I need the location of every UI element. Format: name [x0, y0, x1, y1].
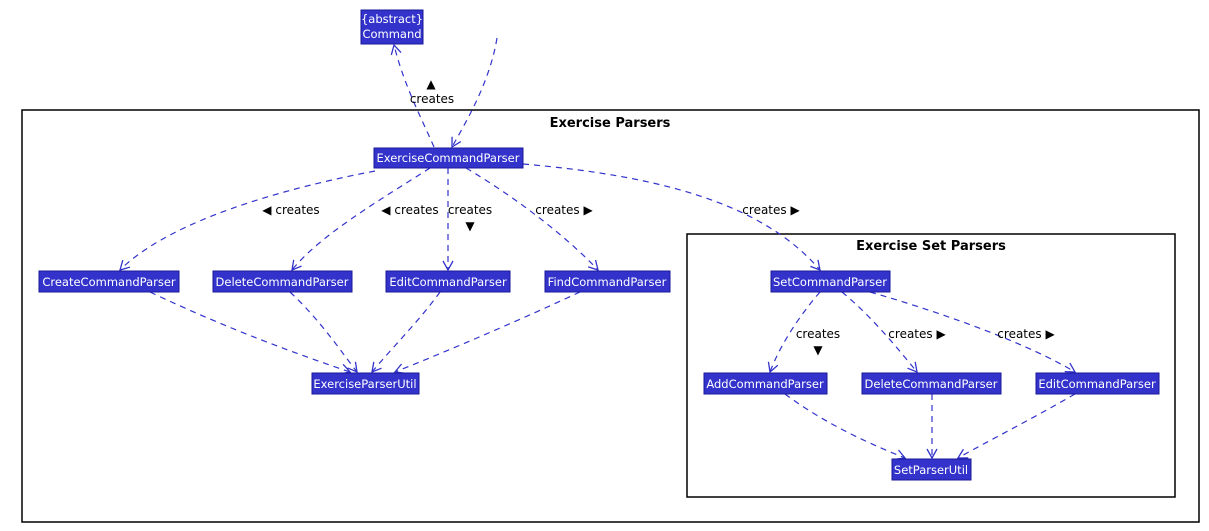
edge-label-add: creates: [796, 327, 840, 341]
edge-labels: ▲ creates ◀ creates ◀ creates creates ▼ …: [262, 77, 1055, 357]
node-edit-command-parser[interactable]: EditCommandParser: [385, 270, 511, 293]
node-exercise-parser-util[interactable]: ExerciseParserUtil: [311, 372, 420, 395]
edge-label-edit-arrow: ▼: [465, 219, 475, 233]
edge-label-command-creates: creates: [410, 92, 454, 106]
node-label: DeleteCommandParser: [216, 275, 349, 289]
node-add-command-parser[interactable]: AddCommandParser: [703, 372, 828, 395]
edge-parser-to-command: [390, 43, 435, 148]
edge-label-delete: ◀ creates: [381, 203, 438, 217]
edge-parser-to-delete: [291, 167, 431, 272]
package-title-exercise-set-parsers: Exercise Set Parsers: [856, 239, 1006, 254]
edge-label-edit: creates: [448, 203, 492, 217]
edge-edit-to-setutil: [956, 393, 1076, 459]
node-label: AddCommandParser: [706, 377, 824, 391]
node-command-label: Command: [362, 27, 421, 41]
node-set-parser-util[interactable]: SetParserUtil: [891, 458, 972, 481]
node-label: CreateCommandParser: [42, 275, 176, 289]
edge-parser-to-find: [465, 167, 599, 271]
edge-label-create: ◀ creates: [262, 203, 319, 217]
node-label: DeleteCommandParser: [865, 377, 998, 391]
node-label: ExerciseParserUtil: [313, 377, 416, 391]
node-exercise-command-parser[interactable]: ExerciseCommandParser: [373, 147, 524, 169]
edge-create-to-util: [149, 291, 352, 375]
node-create-command-parser[interactable]: CreateCommandParser: [38, 270, 180, 293]
node-label: SetCommandParser: [773, 275, 887, 289]
edge-find-to-util: [393, 291, 581, 374]
edge-parser-to-set: [522, 163, 821, 272]
edge-label-command-arrow: ▲: [426, 77, 436, 91]
package-exercise-set-parsers: Exercise Set Parsers: [686, 233, 1176, 498]
node-command[interactable]: {abstract} Command: [360, 9, 424, 45]
node-command-stereotype: {abstract}: [361, 12, 423, 26]
edge-label-set: creates ▶: [742, 203, 800, 217]
edges: [119, 37, 1077, 460]
edge-add-to-setutil: [784, 393, 907, 460]
node-label: FindCommandParser: [548, 275, 667, 289]
edge-label-add-arrow: ▼: [813, 343, 823, 357]
node-label: SetParserUtil: [894, 463, 968, 477]
edge-set-to-edit: [869, 291, 1077, 373]
edge-incoming-to-parser: [451, 37, 498, 149]
node-label: ExerciseCommandParser: [377, 151, 520, 165]
edge-parser-to-create: [119, 170, 376, 271]
package-title-exercise-parsers: Exercise Parsers: [550, 116, 671, 131]
node-delete-command-parser[interactable]: DeleteCommandParser: [212, 270, 353, 293]
node-set-edit-command-parser[interactable]: EditCommandParser: [1035, 372, 1160, 395]
edge-edit-to-util: [371, 291, 441, 374]
edge-delete-to-util: [289, 291, 358, 374]
edge-label-set-delete: creates ▶: [888, 327, 946, 341]
node-label: EditCommandParser: [389, 275, 507, 289]
edge-set-to-add: [767, 291, 821, 374]
node-label: EditCommandParser: [1038, 377, 1156, 391]
node-set-command-parser[interactable]: SetCommandParser: [770, 270, 891, 293]
node-set-delete-command-parser[interactable]: DeleteCommandParser: [861, 372, 1002, 395]
edge-label-set-edit: creates ▶: [997, 327, 1055, 341]
node-find-command-parser[interactable]: FindCommandParser: [544, 270, 671, 293]
edge-label-find: creates ▶: [535, 203, 593, 217]
edge-set-to-delete: [841, 291, 918, 374]
